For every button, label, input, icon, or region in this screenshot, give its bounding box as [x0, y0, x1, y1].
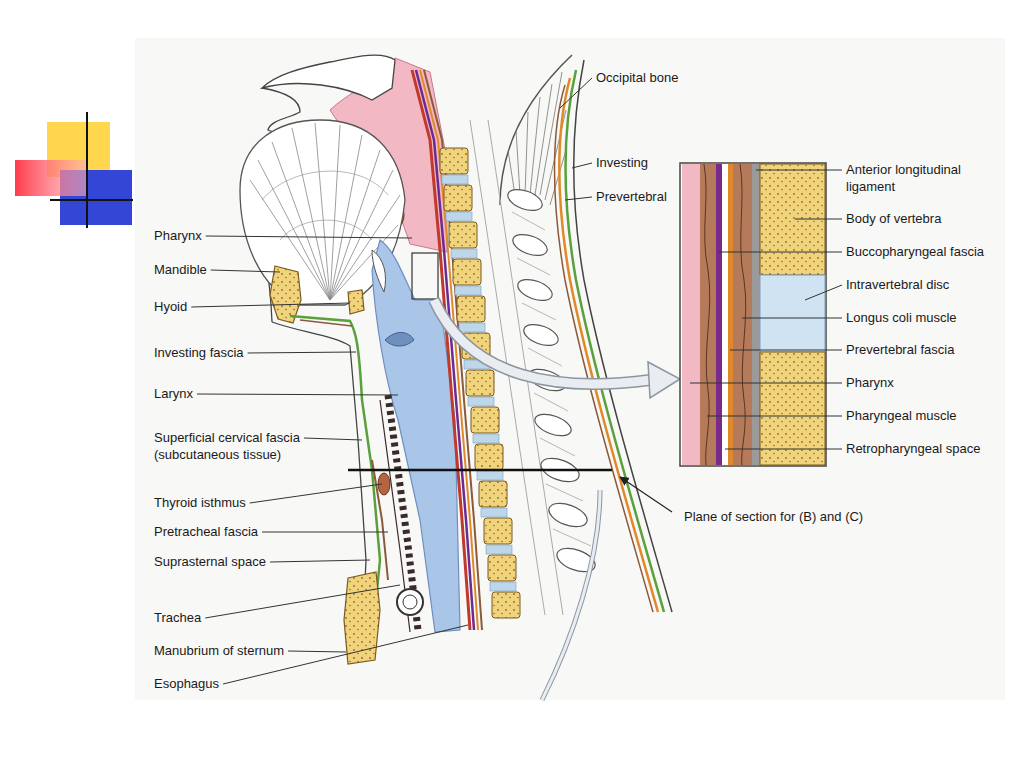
- part-label: Manubrium of sternum: [154, 642, 284, 659]
- part-label: Suprasternal space: [154, 553, 266, 570]
- continuation-arrow: [542, 490, 600, 700]
- vertebral-column: [440, 148, 520, 618]
- part-label: Mandible: [154, 261, 207, 278]
- part-label: Anterior longitudinal ligament: [846, 161, 996, 195]
- leader-line: [725, 449, 842, 450]
- part-label: Pharynx: [154, 227, 202, 244]
- leader-line: [719, 252, 842, 253]
- part-label: Investing: [596, 154, 648, 171]
- section-plane: [348, 469, 612, 472]
- part-label: Occipital bone: [596, 69, 678, 86]
- part-label: Trachea: [154, 609, 201, 626]
- leader-line: [288, 651, 346, 652]
- leader-line: [730, 350, 842, 351]
- leader-line: [205, 585, 400, 618]
- leader-line: [565, 197, 592, 200]
- part-label: Esophagus: [154, 675, 219, 692]
- slide-decoration: [15, 112, 133, 228]
- part-label: Larynx: [154, 385, 193, 402]
- part-label: Pharynx: [846, 374, 894, 391]
- part-label: Prevertebral fascia: [846, 341, 954, 358]
- figure-panel: [135, 38, 1005, 700]
- part-label: Body of vertebra: [846, 210, 941, 227]
- leader-line: [206, 236, 412, 238]
- leader-line: [560, 78, 592, 108]
- part-label: Buccopharyngeal fascia: [846, 243, 984, 260]
- posterior-neck: [470, 55, 672, 615]
- part-label: Pretracheal fascia: [154, 523, 258, 540]
- leader-line: [191, 303, 350, 307]
- leader-line: [197, 394, 398, 395]
- leader-line: [707, 416, 842, 417]
- leader-line: [572, 163, 592, 168]
- part-label: Plane of section for (B) and (C): [684, 508, 863, 525]
- leader-line: [690, 383, 842, 384]
- leader-line: [248, 352, 356, 353]
- leader-line: [756, 170, 842, 171]
- part-label: Longus coli muscle: [846, 309, 957, 326]
- part-label: Superficial cervical fascia (subcutaneou…: [154, 429, 329, 463]
- part-label: Prevertebral: [596, 188, 667, 205]
- leader-line: [795, 219, 842, 220]
- pointer-arrow: [620, 477, 672, 512]
- detail-arrow: [434, 300, 650, 384]
- part-label: Intravertebral disc: [846, 276, 949, 293]
- detail-box: [412, 253, 438, 299]
- leader-line: [805, 285, 842, 300]
- part-label: Retropharyngeal space: [846, 440, 980, 457]
- detail-inset: [680, 163, 826, 466]
- anterior-neck: [272, 316, 423, 664]
- leader-line: [270, 560, 370, 562]
- leader-line: [742, 318, 842, 319]
- part-label: Thyroid isthmus: [154, 494, 246, 511]
- part-label: Hyoid: [154, 298, 187, 315]
- part-label: Investing fascia: [154, 344, 244, 361]
- hyoid: [348, 290, 364, 314]
- tongue: [240, 120, 405, 305]
- part-label: Pharyngeal muscle: [846, 407, 957, 424]
- mandible: [270, 266, 301, 323]
- leader-line: [211, 270, 280, 272]
- leader-line: [262, 532, 388, 533]
- leader-line: [304, 438, 362, 440]
- leader-line: [250, 484, 382, 503]
- intervertebral-discs: [442, 175, 516, 591]
